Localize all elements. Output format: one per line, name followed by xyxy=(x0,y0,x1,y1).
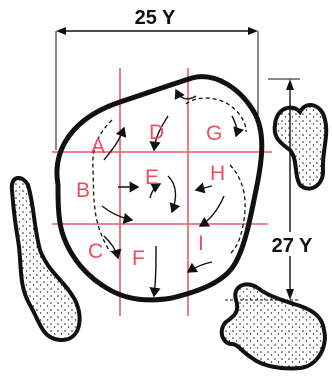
arrow-f xyxy=(154,246,156,296)
zone-label-g: G xyxy=(206,122,222,145)
arrow-top xyxy=(176,90,196,99)
height-arrow-bottom xyxy=(286,289,294,300)
arrow-i xyxy=(188,262,212,272)
zone-label-i: I xyxy=(198,232,204,255)
zone-label-c: C xyxy=(88,240,103,263)
zone-label-d: D xyxy=(149,121,164,144)
zone-label-a: A xyxy=(91,135,105,158)
arrow-b-low xyxy=(102,206,132,220)
arrow-c xyxy=(104,236,118,258)
arrow-h-low xyxy=(200,196,224,226)
zone-label-f: F xyxy=(132,247,145,270)
arrow-e xyxy=(168,176,175,212)
zone-label-h: H xyxy=(210,162,225,185)
break-arrows xyxy=(102,90,237,296)
width-arrow-right xyxy=(248,27,258,35)
height-arrow-top xyxy=(286,79,294,90)
pad-bottom-right xyxy=(222,284,325,368)
arrow-h xyxy=(196,186,212,190)
zone-label-e: E xyxy=(145,166,159,189)
zone-label-b: B xyxy=(76,179,90,202)
width-dimension-label: 25 Y xyxy=(135,7,176,29)
width-arrow-left xyxy=(56,27,66,35)
pad-left xyxy=(12,178,80,340)
arrow-g xyxy=(232,116,237,136)
arrow-a xyxy=(104,128,124,160)
height-dimension-label: 27 Y xyxy=(272,235,313,257)
pad-top-right xyxy=(275,105,327,189)
